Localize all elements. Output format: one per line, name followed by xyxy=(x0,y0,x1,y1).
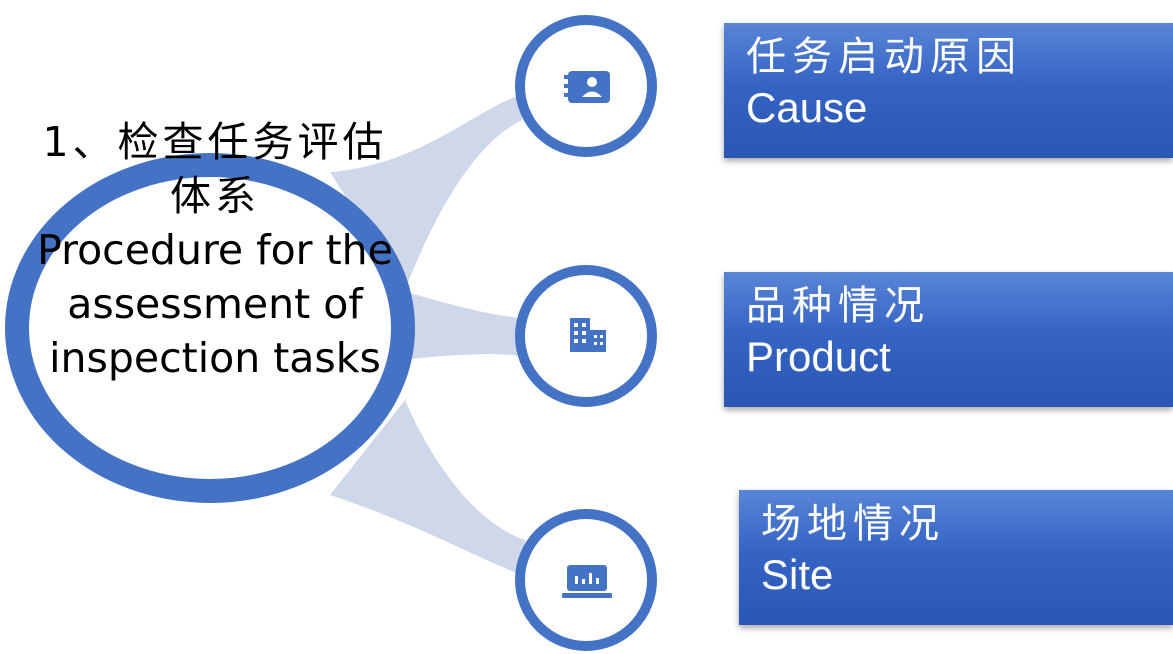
center-title-cn: 1、检查任务评估体系 xyxy=(42,118,388,220)
connector-product xyxy=(400,290,520,360)
site-label-box[interactable]: 场地情况 Site xyxy=(739,490,1173,625)
cause-label-cn: 任务启动原因 xyxy=(746,34,1022,80)
contact-card-icon xyxy=(564,71,610,103)
connector-site xyxy=(330,400,525,575)
center-title-en: Procedure for the assessment of inspecti… xyxy=(37,226,393,382)
site-label-cn: 场地情况 xyxy=(761,501,945,547)
presentation-board-icon xyxy=(562,565,612,598)
building-icon xyxy=(570,318,606,352)
cause-label-en: Cause xyxy=(746,84,868,131)
product-label-cn: 品种情况 xyxy=(746,283,930,329)
product-label-box[interactable]: 品种情况 Product xyxy=(724,272,1173,407)
site-label-en: Site xyxy=(761,551,834,598)
center-node-label: 1、检查任务评估体系 Procedure for the assessment … xyxy=(20,115,410,385)
cause-label-box[interactable]: 任务启动原因 Cause xyxy=(724,23,1173,158)
product-label-en: Product xyxy=(746,333,891,380)
center-node-ring xyxy=(5,153,415,503)
